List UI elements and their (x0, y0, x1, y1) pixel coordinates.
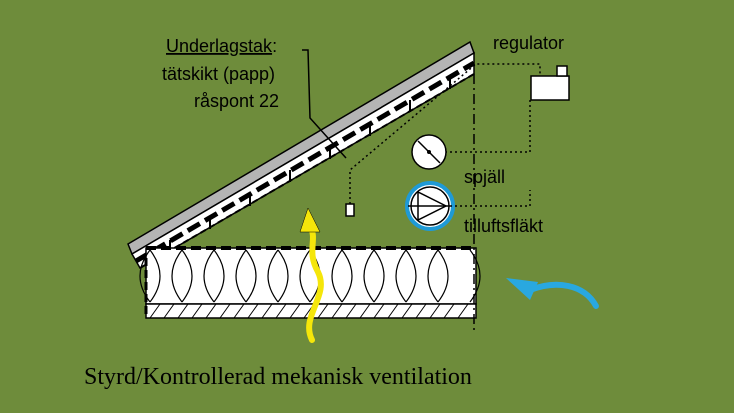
tatskikt-layer (134, 60, 476, 264)
roof-lower-edge (139, 73, 475, 269)
label-underlagstak-colon: : (272, 36, 277, 56)
svg-text:Underlagstak:: Underlagstak: (166, 36, 277, 56)
label-spjall: spjäll (464, 167, 505, 187)
label-leader-line (302, 49, 347, 159)
label-raspont: råspont 22 (194, 91, 279, 111)
roof (127, 40, 476, 270)
damper-icon (411, 134, 447, 170)
regulator-icon (530, 65, 570, 101)
insulation-pattern (139, 249, 481, 303)
control-wires (349, 63, 541, 207)
label-underlagstak: Underlagstak (166, 36, 273, 56)
fan-icon (405, 181, 455, 231)
label-tilluftsflakt: tilluftsfläkt (464, 216, 543, 236)
sensor-icon (345, 203, 355, 217)
label-regulator: regulator (493, 33, 564, 53)
yellow-airflow-arrow (299, 207, 324, 343)
label-tatskikt: tätskikt (papp) (162, 64, 275, 84)
caption: Styrd/Kontrollerad mekanisk ventilation (84, 364, 472, 390)
blue-airflow-arrow (506, 278, 599, 309)
